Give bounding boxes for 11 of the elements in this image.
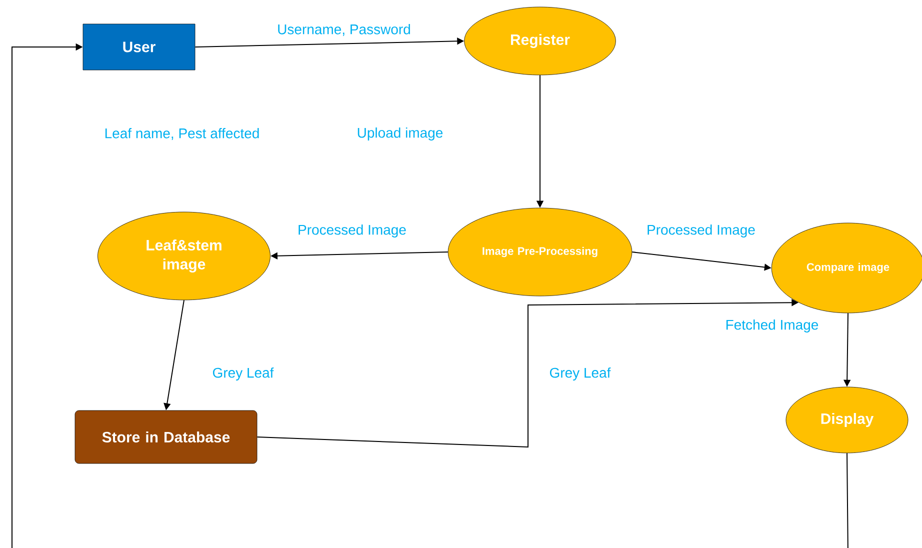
flow-label: Upload image	[358, 127, 443, 141]
edge-label: Processed Image	[298, 224, 406, 238]
edge-label: Processed Image	[648, 224, 755, 238]
process-box: User	[82, 24, 196, 70]
edge-label: Grey Leaf	[550, 367, 611, 380]
edge-label: Fetched Image	[726, 319, 818, 333]
edge-label: Username, Password	[278, 24, 410, 36]
edge-label: Grey Leaf	[212, 367, 274, 380]
arrow	[12, 43, 848, 548]
flow-label: Leaf name, Pest affected	[105, 128, 259, 140]
database-box: Store in Database	[74, 410, 258, 464]
